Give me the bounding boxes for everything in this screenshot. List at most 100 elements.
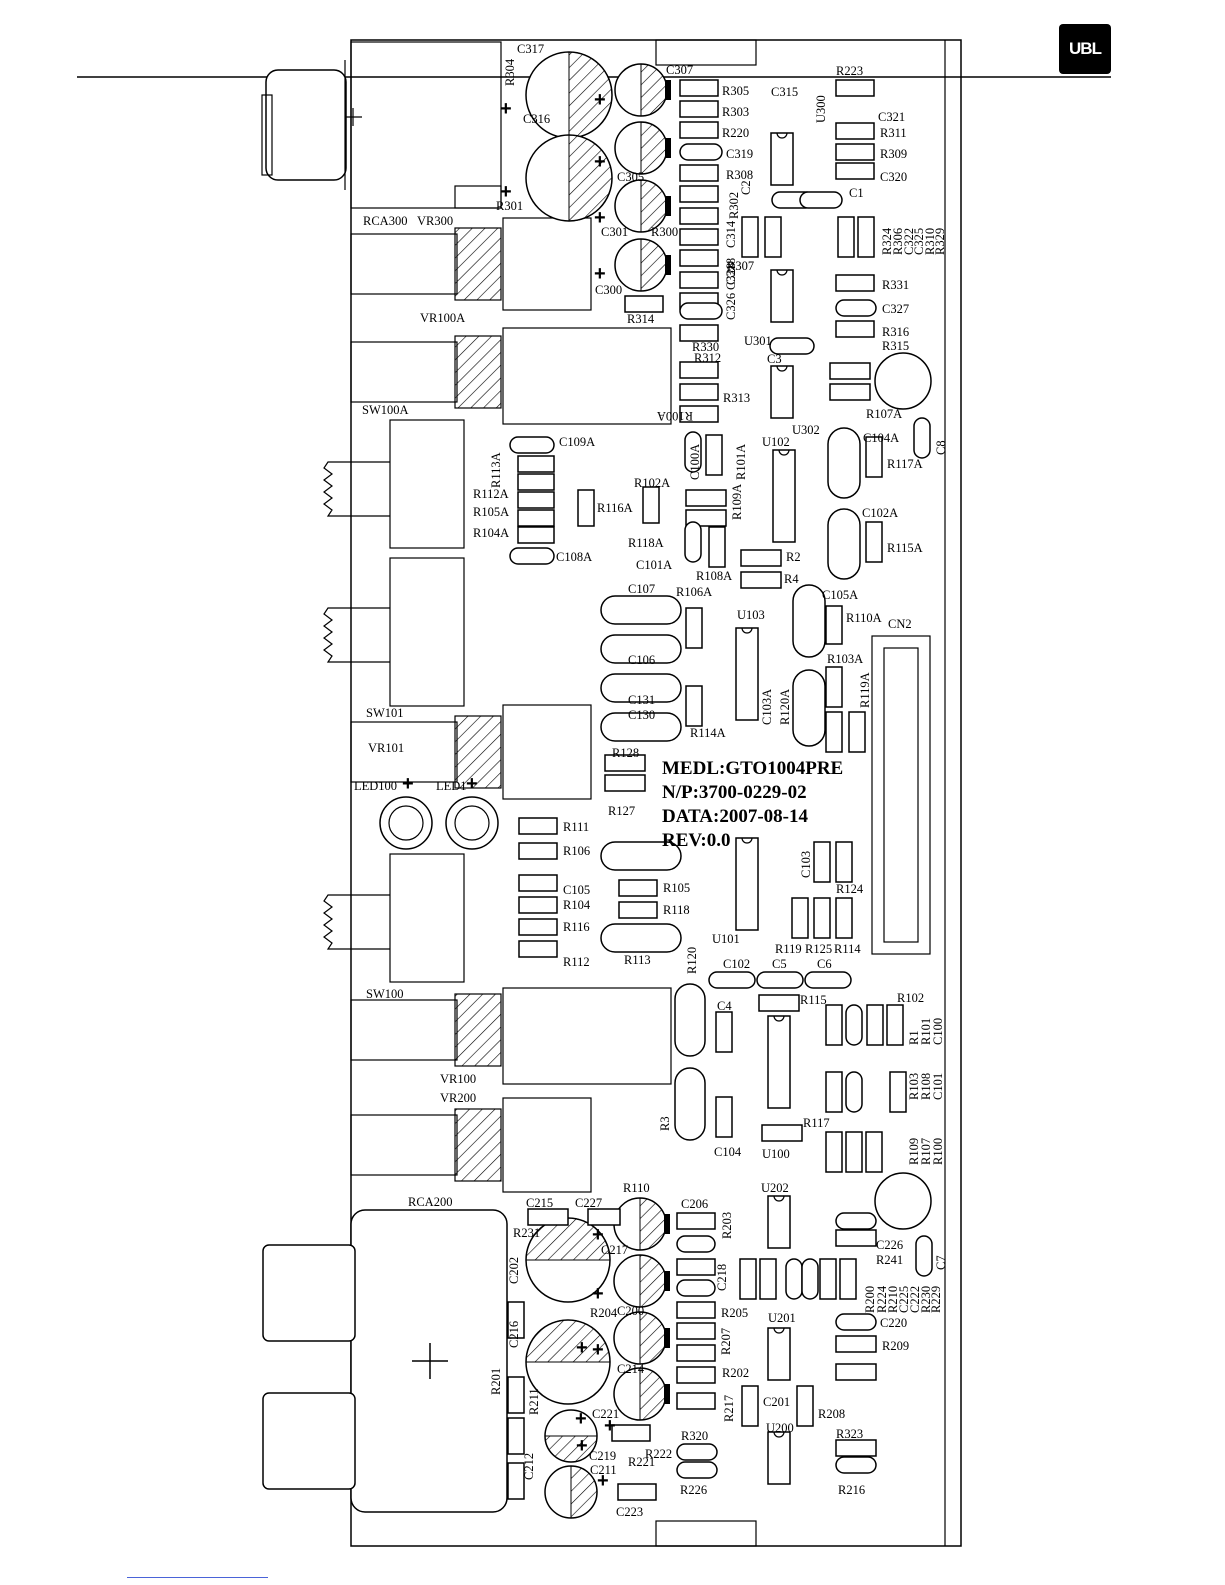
component-label: R118 [663, 903, 690, 917]
component-label: C220 [880, 1316, 907, 1330]
component-label: R117 [803, 1116, 830, 1130]
component-label: C300 [595, 283, 622, 297]
led1 [445, 796, 499, 850]
component-label: U300 [814, 95, 828, 123]
component-label: R109 [907, 1138, 921, 1165]
component-label: C307 [666, 63, 693, 77]
component-label: R312 [694, 351, 721, 365]
component-label: R200 [863, 1286, 877, 1313]
component-label: RCA300 [363, 214, 407, 228]
component-label: R3 [658, 1116, 672, 1131]
polarity-plus-mark: + [592, 1224, 604, 1246]
component-label: R119 [775, 942, 802, 956]
component-label: C104A [863, 431, 899, 445]
component-label: C217 [601, 1243, 628, 1257]
component-label: R205 [721, 1306, 748, 1320]
component-label: C305 [617, 170, 644, 184]
component-label: R120A [778, 689, 792, 725]
component-label: R217 [722, 1395, 736, 1422]
footer-link-underline[interactable] [127, 1577, 268, 1578]
polarity-plus-mark: + [604, 1415, 616, 1437]
component-label: R210 [886, 1286, 900, 1313]
led100 [379, 796, 433, 850]
component-label: C108A [556, 550, 592, 564]
polarity-plus-mark: + [500, 98, 512, 120]
component-label: R2 [786, 550, 801, 564]
component-label: U103 [737, 608, 765, 622]
component-label: R1 [907, 1030, 921, 1045]
component-label: C301 [601, 225, 628, 239]
component-label: SW101 [366, 706, 404, 720]
component-label: C320 [880, 170, 907, 184]
component-label: C215 [526, 1196, 553, 1210]
component-label: C101 [931, 1073, 945, 1100]
jbl-logo: UBL [1059, 24, 1111, 74]
component-label: C322 [902, 228, 916, 255]
component-label: R118A [628, 536, 664, 550]
component-label: C314 [724, 220, 738, 248]
component-label: C7 [934, 1255, 948, 1270]
component-label: R104 [563, 898, 591, 912]
component-label: C326 [724, 293, 738, 320]
component-label: C318 [724, 258, 738, 285]
polarity-plus-mark: + [594, 207, 606, 229]
trim-pot-r2xx [874, 1172, 932, 1230]
component-label: R124 [836, 882, 864, 896]
component-label: C106 [628, 653, 655, 667]
component-label: C3 [767, 352, 782, 366]
component-label: R320 [681, 1429, 708, 1443]
board-outline [350, 39, 962, 1547]
component-label: R108A [696, 569, 732, 583]
electrolytic-capacitors [525, 51, 613, 1519]
component-label: R230 [919, 1286, 933, 1313]
component-label: C211 [590, 1463, 617, 1477]
potentiometer-vr200 [350, 1097, 592, 1193]
board-part-number: N/P:3700-0229-02 [662, 782, 807, 803]
component-label: R115A [887, 541, 923, 555]
component-label: R106A [676, 585, 712, 599]
component-label: R107 [919, 1138, 933, 1165]
component-label: R241 [876, 1253, 903, 1267]
trim-pot-r107a [874, 352, 932, 410]
component-label: R311 [880, 126, 907, 140]
component-label: C102 [723, 957, 750, 971]
component-label: R101A [734, 444, 748, 480]
component-label: U101 [712, 932, 740, 946]
component-label: R105 [663, 881, 690, 895]
component-label: R115 [800, 993, 827, 1007]
component-label: C201 [763, 1395, 790, 1409]
component-label: R207 [719, 1328, 733, 1355]
component-label: R116 [563, 920, 590, 934]
component-label: C317 [517, 42, 544, 56]
component-label: C221 [592, 1407, 619, 1421]
rca200-jack [262, 1209, 508, 1513]
potentiometer-vr100 [350, 987, 672, 1085]
switch-sw100a [323, 419, 465, 549]
component-label: C222 [908, 1286, 922, 1313]
component-label: R330 [692, 340, 719, 354]
component-label: R202 [722, 1366, 749, 1380]
component-label: R116A [597, 501, 633, 515]
component-label: U301 [744, 334, 772, 348]
component-label: R110 [623, 1181, 650, 1195]
polarity-plus-mark: + [466, 773, 478, 795]
component-label: C200 [617, 1304, 644, 1318]
component-label: R222 [645, 1447, 672, 1461]
component-label: C328 [724, 263, 738, 290]
component-label: C319 [726, 147, 753, 161]
component-label: C103A [760, 689, 774, 725]
component-label: R112 [563, 955, 590, 969]
component-label: R101 [919, 1018, 933, 1045]
component-label: R201 [489, 1368, 503, 1395]
component-label: R117A [887, 457, 923, 471]
component-label: R119A [858, 672, 872, 708]
component-label: C1 [849, 186, 864, 200]
component-label: R109A [730, 484, 744, 520]
component-label: C206 [681, 1197, 708, 1211]
component-label: VR200 [440, 1091, 476, 1105]
component-label: LED1 [436, 779, 467, 793]
rca300-jack [261, 41, 502, 209]
